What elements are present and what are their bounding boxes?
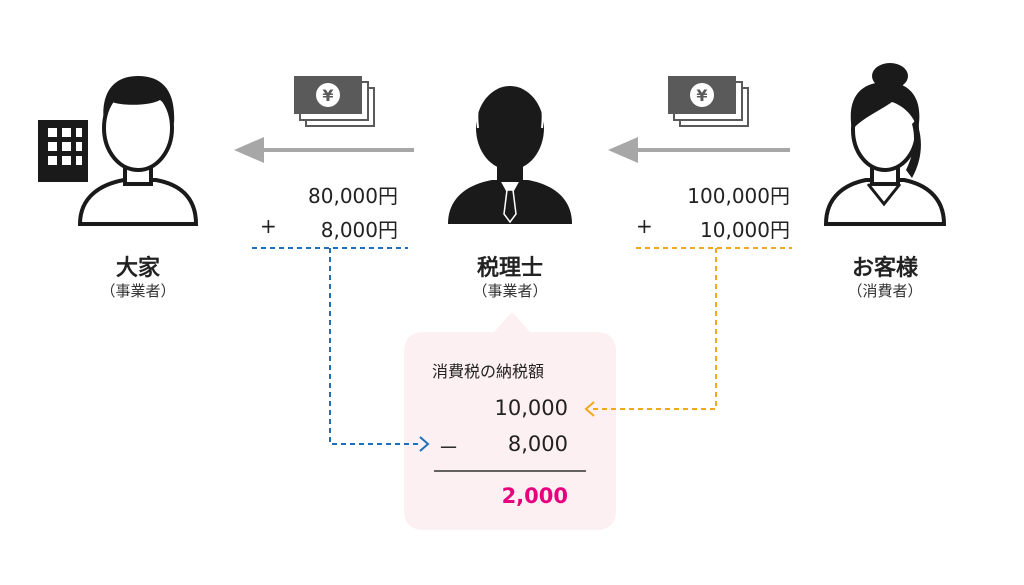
landlord-role: （事業者） xyxy=(100,282,176,300)
calc-box-bg xyxy=(404,312,616,530)
tax-payable-result: 2,000 xyxy=(501,484,568,508)
accountant-role: （事業者） xyxy=(472,282,548,300)
yen-banknote-icon: ¥ xyxy=(668,76,749,127)
svg-text:¥: ¥ xyxy=(322,86,333,105)
payment-arrow-right xyxy=(608,137,790,163)
calc-box-title: 消費税の納税額 xyxy=(432,362,545,381)
man-icon xyxy=(77,76,199,226)
right-tax-amount: 10,000円 xyxy=(700,218,790,242)
left-tax-amount: 8,000円 xyxy=(320,218,398,242)
landlord-name: 大家 xyxy=(115,256,160,281)
yen-banknote-icon: ¥ xyxy=(294,76,375,127)
customer-role: （消費者） xyxy=(847,282,923,300)
left-plus-sign: + xyxy=(260,214,277,238)
minus-sign: － xyxy=(438,436,459,460)
customer-name: お客様 xyxy=(851,256,918,281)
left-base-amount: 80,000円 xyxy=(308,184,398,208)
orange-dashed-connector xyxy=(584,247,792,417)
right-plus-sign: + xyxy=(636,214,653,238)
building-icon xyxy=(38,120,88,182)
svg-text:¥: ¥ xyxy=(696,86,707,105)
woman-icon xyxy=(823,63,947,226)
paid-tax: 8,000 xyxy=(507,432,568,456)
received-tax: 10,000 xyxy=(494,396,568,420)
payment-arrow-left xyxy=(234,137,414,163)
businessman-icon xyxy=(448,76,572,224)
right-base-amount: 100,000円 xyxy=(687,184,790,208)
blue-dashed-connector xyxy=(252,247,430,452)
accountant-name: 税理士 xyxy=(476,256,543,281)
